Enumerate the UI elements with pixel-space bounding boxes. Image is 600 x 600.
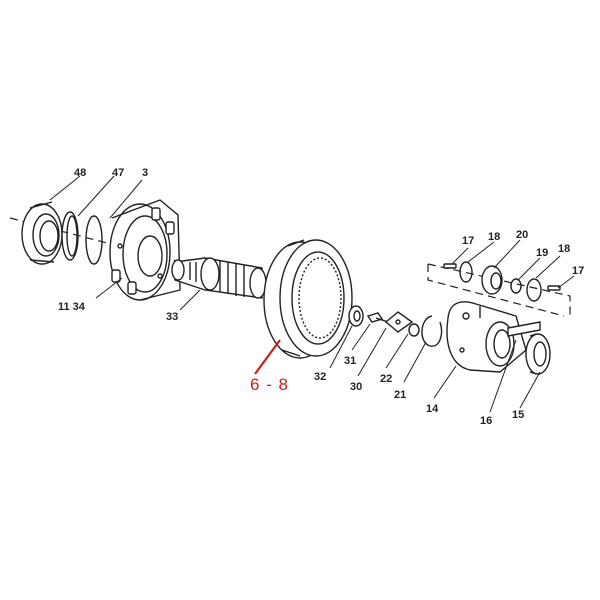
part-3-ring (85, 215, 103, 265)
leader-lines (49, 175, 575, 413)
label-16: 16 (480, 415, 492, 427)
label-15: 15 (512, 409, 524, 421)
label-31: 31 (344, 355, 356, 367)
label-18-right: 18 (558, 243, 570, 255)
label-18-left: 18 (488, 231, 500, 243)
label-11-34: 11 34 (58, 301, 86, 313)
label-17-right: 17 (572, 265, 584, 277)
part-14-hub (446, 301, 527, 373)
label-32: 32 (314, 371, 326, 383)
part-20-planet-gear (481, 265, 503, 295)
part-6-8-ring-gear (263, 239, 353, 359)
part-11-34-carrier (109, 199, 181, 301)
label-47: 47 (112, 167, 124, 179)
label-48: 48 (74, 167, 86, 179)
highlight-leader (254, 339, 281, 375)
part-31-bolt (366, 312, 389, 323)
label-3: 3 (142, 167, 148, 179)
part-18-washers (459, 261, 542, 302)
part-21-snap-ring (421, 315, 443, 347)
part-47-o-ring (61, 211, 79, 261)
label-17-left: 17 (462, 235, 474, 247)
label-20: 20 (516, 229, 528, 241)
label-6-8: 6 - 8 (250, 375, 289, 394)
part-22-washer (408, 323, 420, 337)
part-19-bearing (510, 278, 522, 294)
part-17-pins (443, 263, 561, 291)
part-30-plate (384, 311, 414, 333)
part-33-shaft (171, 257, 267, 299)
label-30: 30 (350, 381, 362, 393)
label-21: 21 (394, 389, 406, 401)
group-bracket (427, 263, 571, 318)
label-19: 19 (536, 247, 548, 259)
label-14: 14 (426, 403, 439, 415)
part-48-seal (21, 201, 63, 265)
label-33: 33 (166, 311, 178, 323)
part-32-washer (348, 305, 364, 327)
part-16-pin (507, 321, 541, 337)
label-22: 22 (380, 373, 392, 385)
part-15-sun-gear (525, 333, 551, 375)
